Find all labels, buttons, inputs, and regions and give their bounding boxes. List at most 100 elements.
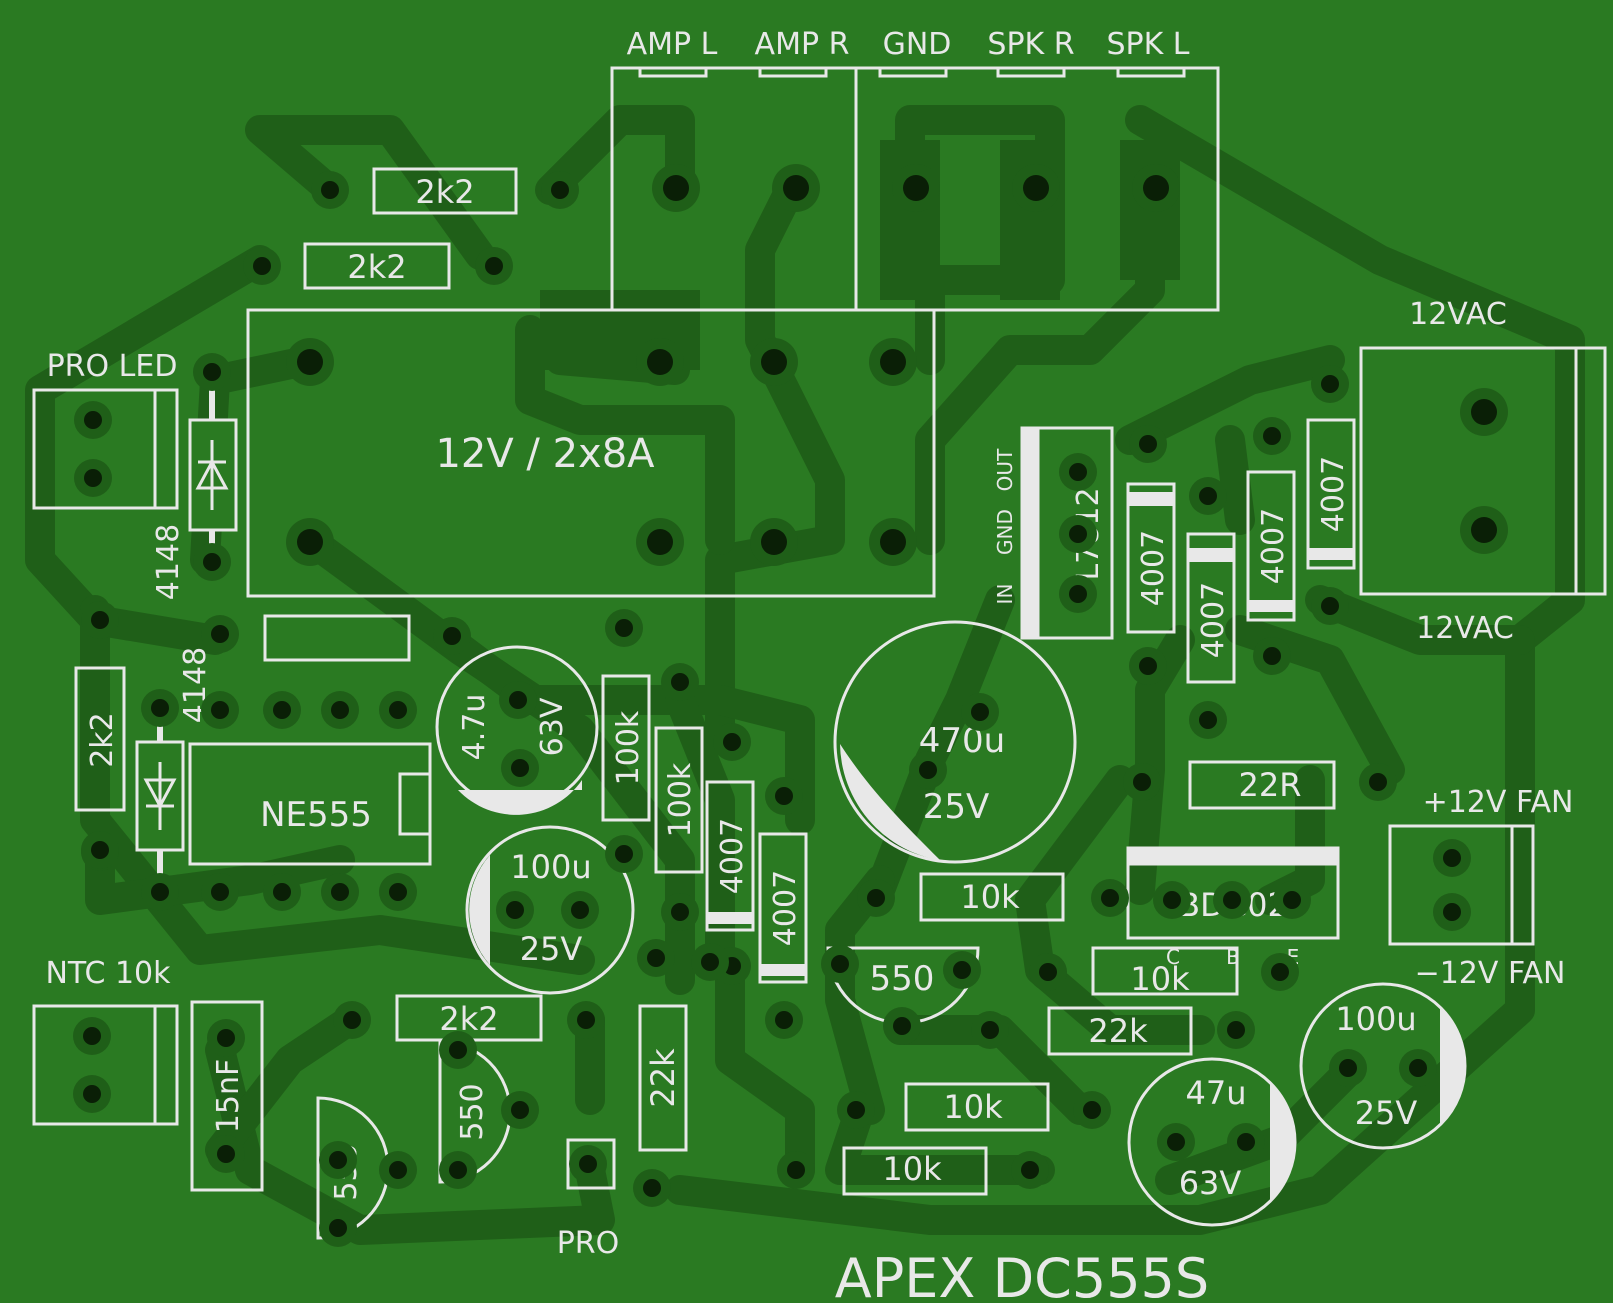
pro-pad [566,1138,616,1190]
diode-4007-e [1246,470,1296,622]
pad-hole [775,787,793,805]
resistor-10k-c [904,1082,1050,1132]
pad-hole [615,619,633,637]
pad-hole [506,901,524,919]
ntc-connector [32,1004,179,1126]
capacitor-15nf [190,1000,264,1192]
pad-hole [663,175,689,201]
pad-hole [1199,487,1217,505]
resistor-2k2-top2-label: 2k2 [347,248,406,286]
resistor-2k2-top1 [372,167,518,215]
diode-4007-d-label: 4007 [1196,582,1231,658]
pad-hole [1101,889,1119,907]
pad-hole [331,883,349,901]
pad-hole [701,953,719,971]
pad-hole [211,701,229,719]
resistor-22r-label: 22R [1239,766,1302,804]
label-pro-led: PRO LED [47,349,178,384]
pad-hole [1163,891,1181,909]
pad-hole [443,627,461,645]
resistor-22k-b [1047,1006,1193,1056]
pad-hole [91,841,109,859]
capacitor-4u7 [435,645,599,815]
resistor-100k-b [654,726,704,874]
resistor-2k2-left [74,666,126,812]
pad-hole [331,701,349,719]
pad-hole [329,1151,347,1169]
ne555-ic [188,742,432,866]
pad-hole [647,949,665,967]
diode-4007-e-label: 4007 [1256,508,1291,584]
pad-hole [511,1101,529,1119]
pad-hole [1139,657,1157,675]
capacitor-15nf-label: 15nF [211,1059,246,1133]
resistor-22k-b-label: 22k [1088,1012,1148,1050]
label-12vac-top: 12VAC [1409,297,1507,332]
pad-hole [723,733,741,751]
resistor-10k-a-label: 10k [960,878,1020,916]
resistor-10k-b-label: 10k [1130,960,1190,998]
resistor-unlabeled [263,614,411,662]
pad-hole [151,699,169,717]
diode-4148-a [188,374,238,560]
pad-hole [615,845,633,863]
pad-hole [787,1161,805,1179]
pad-hole [971,703,989,721]
diode-4007-c [1126,482,1176,634]
pad-hole [449,1041,467,1059]
diode-4007-a [705,780,755,932]
label-spk-l: SPK L [1106,27,1189,62]
pad-hole [1039,963,1057,981]
pad-hole [321,181,339,199]
label-ntc: NTC 10k [45,956,171,991]
diode-4007-c-label: 4007 [1136,530,1171,606]
pad-hole [1199,711,1217,729]
resistor-10k-c-label: 10k [943,1088,1003,1126]
regulator-l7812 [1020,426,1114,640]
pad-hole [273,701,291,719]
pad-hole [981,1021,999,1039]
pad-hole [449,1161,467,1179]
label-pro: PRO [557,1226,620,1261]
pad-hole [83,1027,101,1045]
pad-layer [73,164,1508,1247]
resistor-2k2-mid-label: 2k2 [439,1000,498,1038]
diode-4007-f [1306,418,1356,570]
capacitor-47u [1127,1057,1297,1227]
capacitor-100u-b [1299,982,1467,1150]
transistor-550-c-label: 550 [870,959,935,999]
pad-hole [953,961,971,979]
capacitor-470u-voltage: 25V [923,787,990,827]
transistor-550-b-label: 550 [455,1083,490,1140]
pad-hole [1443,903,1461,921]
capacitor-47u-voltage: 63V [1179,1164,1242,1202]
capacitor-4u7-voltage: 63V [535,697,570,756]
pad-hole [903,175,929,201]
pad-hole [1321,597,1339,615]
transistor-pin-c: C [1166,945,1180,969]
pad-hole [1321,375,1339,393]
pad-hole [1069,585,1087,603]
pad-hole [509,691,527,709]
pad-hole [1143,175,1169,201]
pad-hole [551,181,569,199]
ne555-label: NE555 [260,795,372,835]
pad-hole [671,673,689,691]
pad-hole [389,701,407,719]
resistor-10k-d [842,1146,988,1196]
label-amp-r: AMP R [755,27,850,62]
ac-connector [1359,346,1607,596]
pad-hole [1069,463,1087,481]
pad-hole [1167,1133,1185,1151]
pad-hole [203,553,221,571]
resistor-100k-a [601,674,651,822]
pad-hole [783,175,809,201]
pad-hole [91,611,109,629]
pad-hole [1223,891,1241,909]
capacitor-100u-b-voltage: 25V [1355,1094,1418,1132]
pad-hole [151,883,169,901]
diode-4007-a-label: 4007 [715,818,750,894]
pad-hole [1069,525,1087,543]
diode-4007-b [758,832,808,984]
pad-hole [1133,773,1151,791]
